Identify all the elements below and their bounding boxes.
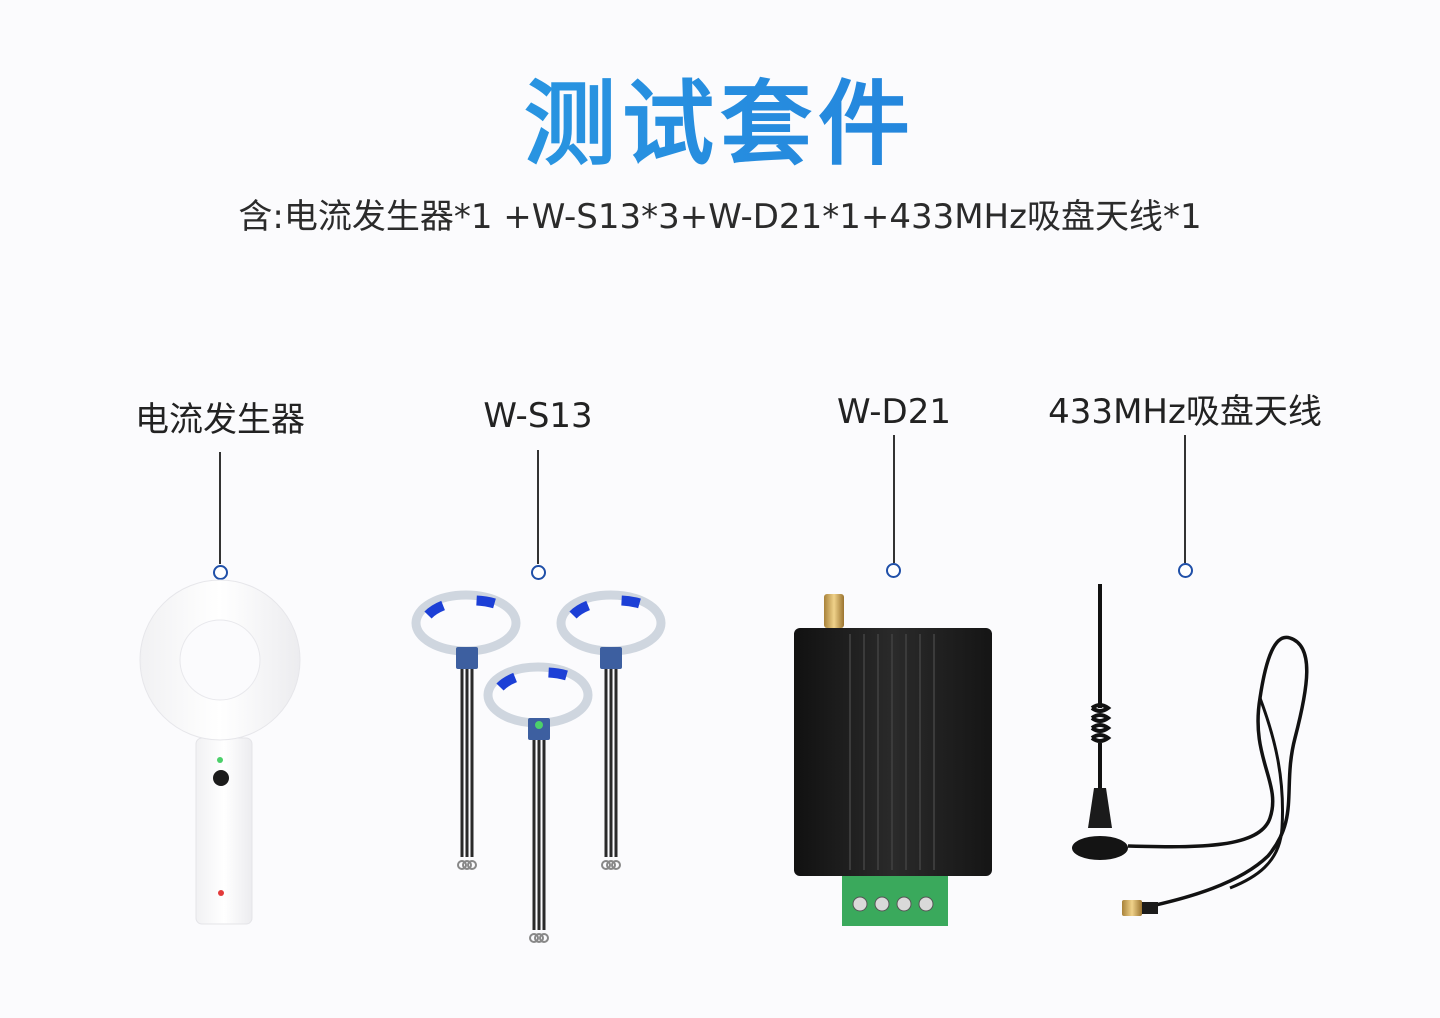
pointer-dot-w-s13 (531, 565, 546, 580)
pointer-line-antenna (1184, 435, 1186, 563)
w-d21-module-image (794, 594, 992, 926)
pointer-dot-w-d21 (886, 563, 901, 578)
pointer-line-generator (219, 452, 221, 564)
pointer-dot-generator (213, 565, 228, 580)
label-current-generator: 电流发生器 (135, 400, 305, 440)
label-w-s13: W-S13 (483, 396, 593, 436)
pointer-line-w-s13 (537, 450, 539, 564)
kit-contents: 含:电流发生器*1 +W-S13*3+W-D21*1+433MHz吸盘天线*1 (238, 197, 1202, 237)
label-w-d21: W-D21 (837, 392, 951, 432)
w-s13-sensors-image (411, 590, 666, 943)
current-generator-image (139, 579, 301, 925)
antenna-image (1072, 584, 1309, 916)
page-title: 测试套件 (0, 70, 1440, 180)
label-antenna: 433MHz吸盘天线 (1048, 392, 1322, 432)
pointer-line-w-d21 (893, 435, 895, 563)
pointer-dot-antenna (1178, 563, 1193, 578)
